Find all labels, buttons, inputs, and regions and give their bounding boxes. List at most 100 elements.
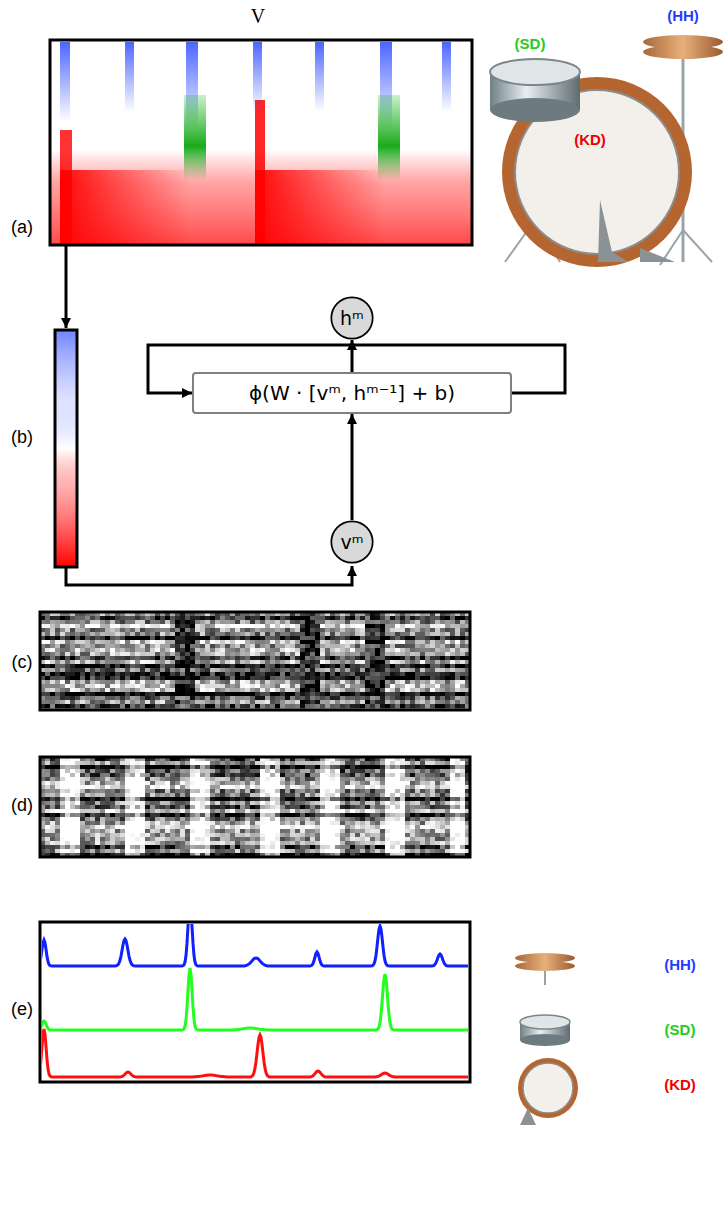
pixel <box>235 684 241 689</box>
feature-map <box>40 612 471 709</box>
pixel <box>365 616 371 621</box>
pixel <box>170 660 176 665</box>
pixel <box>205 688 211 693</box>
pixel <box>285 684 291 689</box>
pixel <box>85 676 91 681</box>
pixel <box>285 688 291 693</box>
pixel <box>345 624 351 629</box>
pixel <box>220 700 226 705</box>
pixel <box>140 652 146 657</box>
pixel <box>165 652 171 657</box>
pixel <box>260 680 266 685</box>
pixel <box>220 660 226 665</box>
pixel <box>425 660 431 665</box>
pixel <box>210 668 216 673</box>
pixel <box>180 676 186 681</box>
pixel <box>240 676 246 681</box>
pixel <box>400 632 406 637</box>
pixel <box>405 632 411 637</box>
pixel <box>140 700 146 705</box>
pixel <box>210 616 216 621</box>
pixel <box>110 628 116 633</box>
pixel <box>155 620 161 625</box>
pixel <box>445 636 451 641</box>
pixel <box>55 696 61 701</box>
pixel <box>355 632 361 637</box>
pixel <box>350 688 356 693</box>
pixel <box>320 616 326 621</box>
pixel <box>455 664 461 669</box>
pixel <box>195 688 201 693</box>
pixel <box>410 656 416 661</box>
pixel <box>295 644 301 649</box>
pixel <box>115 696 121 701</box>
pixel <box>425 656 431 661</box>
pixel <box>60 624 66 629</box>
pixel <box>365 688 371 693</box>
pixel <box>100 660 106 665</box>
pixel <box>180 660 186 665</box>
pixel <box>70 656 76 661</box>
pixel <box>270 620 276 625</box>
pixel <box>75 672 81 677</box>
pixel <box>390 668 396 673</box>
pixel <box>370 616 376 621</box>
pixel <box>110 632 116 637</box>
pixel <box>365 676 371 681</box>
pixel <box>115 620 121 625</box>
pixel <box>410 696 416 701</box>
pixel <box>235 644 241 649</box>
pixel <box>285 676 291 681</box>
pixel <box>400 624 406 629</box>
pixel <box>230 636 236 641</box>
pixel <box>195 684 201 689</box>
pixel <box>150 692 156 697</box>
pixel <box>195 672 201 677</box>
pixel <box>55 692 61 697</box>
pixel <box>265 620 271 625</box>
pixel <box>265 684 271 689</box>
pixel <box>270 616 276 621</box>
pixel <box>380 640 386 645</box>
pixel <box>95 616 101 621</box>
pixel <box>355 700 361 705</box>
arrow <box>66 566 352 585</box>
pixel <box>280 628 286 633</box>
pixel <box>190 620 196 625</box>
pixel <box>145 700 151 705</box>
pixel <box>155 700 161 705</box>
pixel <box>175 632 181 637</box>
pixel <box>290 632 296 637</box>
pixel <box>450 676 456 681</box>
pixel <box>265 636 271 641</box>
pixel <box>410 700 416 705</box>
pixel <box>395 676 401 681</box>
pixel <box>325 676 331 681</box>
pixel <box>410 640 416 645</box>
pixel <box>310 700 316 705</box>
pixel <box>360 660 366 665</box>
pixel <box>455 688 461 693</box>
pixel <box>340 632 346 637</box>
pixel <box>400 640 406 645</box>
pixel <box>170 656 176 661</box>
pixel <box>450 628 456 633</box>
pixel <box>110 636 116 641</box>
pixel <box>335 672 341 677</box>
pixel <box>390 696 396 701</box>
pixel <box>335 616 341 621</box>
pixel <box>160 620 166 625</box>
pixel <box>45 640 51 645</box>
pixel <box>370 632 376 637</box>
pixel <box>245 628 251 633</box>
pixel <box>220 616 226 621</box>
pixel <box>280 684 286 689</box>
pixel <box>155 676 161 681</box>
pixel <box>460 636 466 641</box>
pixel <box>110 692 116 697</box>
pixel <box>310 628 316 633</box>
pixel <box>380 660 386 665</box>
pixel <box>445 676 451 681</box>
pixel <box>65 660 71 665</box>
pixel <box>455 620 461 625</box>
